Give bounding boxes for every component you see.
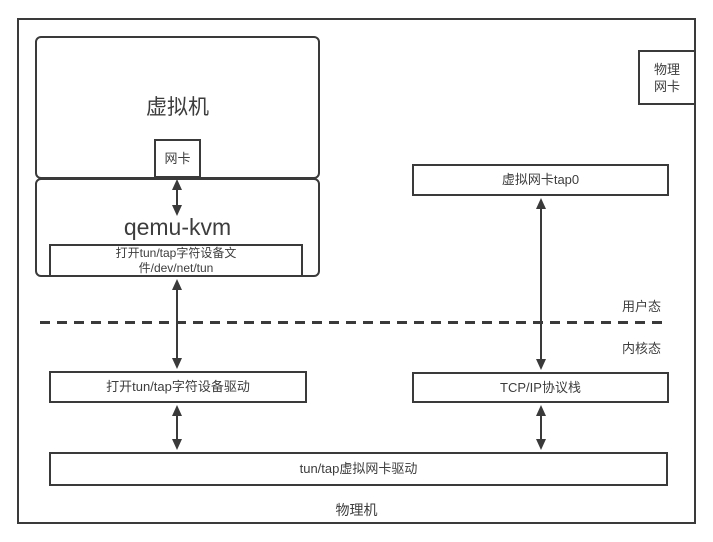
tcpip-stack-box: TCP/IP协议栈 — [412, 372, 669, 403]
open-tun-driver-box: 打开tun/tap字符设备驱动 — [49, 371, 307, 403]
physical-machine-label: 物理机 — [335, 502, 378, 518]
nic-box: 网卡 — [154, 139, 201, 178]
tun-driver-label: tun/tap虚拟网卡驱动 — [299, 461, 418, 476]
tcpip-stack-label: TCP/IP协议栈 — [500, 379, 581, 395]
nic-label: 网卡 — [164, 150, 191, 166]
tap0-label: 虚拟网卡tap0 — [501, 172, 580, 187]
tap0-box: 虚拟网卡tap0 — [412, 164, 669, 196]
kernel-mode-label: 内核态 — [622, 341, 662, 356]
vm-label: 虚拟机 — [146, 95, 209, 119]
qemu-kvm-label: qemu-kvm — [123, 214, 232, 240]
tun-driver-box: tun/tap虚拟网卡驱动 — [49, 452, 668, 486]
user-mode-label: 用户态 — [622, 299, 662, 314]
physical-nic-box: 物理 网卡 — [638, 50, 696, 105]
qemu-tun-file-box: 打开tun/tap字符设备文 件/dev/net/tun — [49, 244, 303, 277]
user-kernel-divider — [40, 321, 665, 324]
physical-nic-label: 物理 网卡 — [653, 61, 680, 94]
qemu-tun-file-label: 打开tun/tap字符设备文 件/dev/net/tun — [115, 245, 237, 275]
open-tun-driver-label: 打开tun/tap字符设备驱动 — [106, 379, 250, 394]
